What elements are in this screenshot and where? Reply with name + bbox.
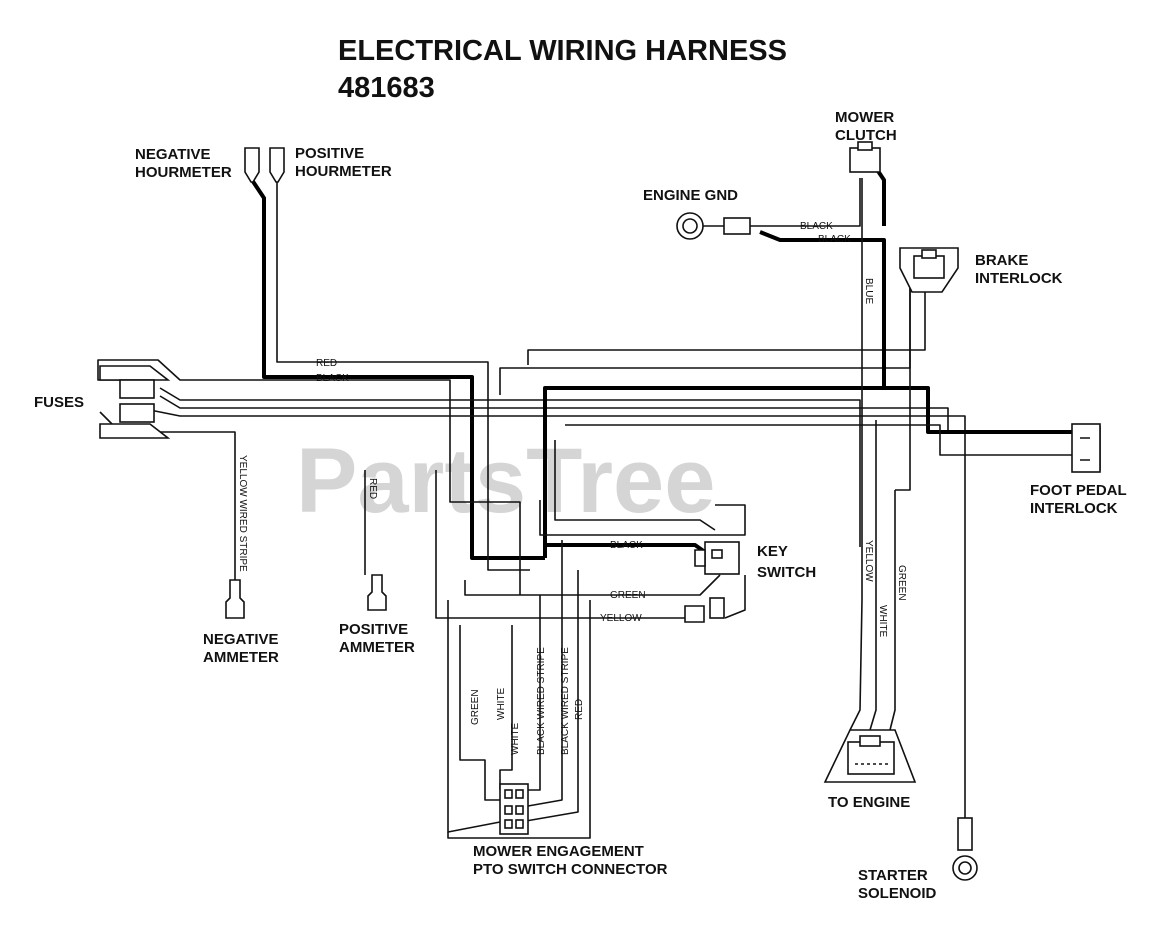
svg-text:AMMETER: AMMETER [339, 639, 415, 656]
wire-brake-1 [499, 266, 911, 395]
wire-red-hourmeter [276, 180, 530, 571]
wire-pto-white2 [499, 625, 513, 790]
wire-pto-black-stripe [528, 595, 541, 791]
wire-fuse-frame [97, 359, 521, 595]
svg-text:SWITCH: SWITCH [757, 564, 816, 581]
to-engine-connector [823, 729, 917, 783]
mower-clutch-label: MOWER [835, 109, 894, 126]
wire-fuse-2 [159, 395, 949, 430]
wire-key-a [554, 440, 716, 531]
part-number: 481683 [338, 72, 435, 104]
pto-connector-label: MOWER ENGAGEMENT [473, 843, 644, 860]
wire-white [869, 420, 877, 731]
wires [97, 166, 1101, 839]
wire-pto-frame [447, 600, 591, 839]
wire-fuse-3 [149, 409, 966, 790]
wire-label-engine-green: GREEN [896, 565, 907, 601]
wire-yellow-stripe [99, 411, 236, 580]
foot-pedal-interlock-connector [1071, 423, 1101, 473]
svg-text:CLUTCH: CLUTCH [835, 127, 897, 144]
positive-hourmeter-label: POSITIVE [295, 145, 364, 162]
svg-text:INTERLOCK: INTERLOCK [975, 270, 1063, 287]
svg-text:HOURMETER: HOURMETER [135, 164, 232, 181]
wire-yellow-key [435, 470, 685, 619]
watermark: PartsTree [296, 430, 715, 532]
wire-clutch-thick [874, 166, 886, 226]
wire-green [889, 490, 896, 731]
svg-text:INTERLOCK: INTERLOCK [1030, 500, 1118, 517]
wire-pto-black-stripe2 [527, 540, 563, 807]
positive-ammeter-label: POSITIVE [339, 621, 408, 638]
starter-solenoid-terminal [952, 817, 978, 881]
fuses-label: FUSES [34, 394, 84, 411]
wire-pto-red [519, 570, 579, 823]
wire-black-hourmeter [250, 178, 545, 560]
wire-label-pto-black-stripe: BLACK WIRED STRIPE [536, 647, 547, 755]
engine-gnd-terminal [676, 212, 751, 240]
wire-brake-2 [527, 266, 926, 365]
hourmeter-terminals [244, 147, 285, 183]
wire-label-black: BLACK [316, 373, 349, 384]
svg-text:SOLENOID: SOLENOID [858, 885, 937, 902]
wire-labels: RED BLACK BLACK BLACK BLUE YELLOW WIRED … [237, 221, 907, 755]
wire-clutch-black [750, 178, 861, 227]
negative-ammeter-terminal [225, 579, 245, 619]
wire-gnd-black [759, 230, 886, 388]
wire-black-main [543, 386, 1072, 558]
pto-switch-connector [499, 783, 529, 835]
to-engine-label: TO ENGINE [828, 794, 910, 811]
wire-brake-down [895, 266, 911, 491]
wire-key-b [539, 500, 746, 536]
wire-key-c [724, 575, 746, 619]
engine-gnd-label: ENGINE GND [643, 187, 738, 204]
wire-label-pto-green: GREEN [470, 689, 481, 725]
fuse-holder [99, 365, 171, 439]
wire-label-red: RED [316, 358, 337, 369]
negative-hourmeter-label: NEGATIVE [135, 146, 211, 163]
wire-fuse-1 [159, 387, 861, 547]
wire-green-key [464, 574, 721, 596]
brake-interlock-label: BRAKE [975, 252, 1028, 269]
brake-interlock-connector [899, 247, 959, 293]
svg-text:PTO SWITCH CONNECTOR: PTO SWITCH CONNECTOR [473, 861, 668, 878]
wire-foot-pedal-2 [565, 424, 1075, 456]
wire-label-clutch-black: BLACK [800, 221, 833, 232]
wire-label-pto-white: WHITE [496, 687, 507, 720]
wire-label-key-black: BLACK [610, 540, 643, 551]
wire-label-engine-yellow: YELLOW [863, 540, 874, 582]
svg-text:AMMETER: AMMETER [203, 649, 279, 666]
wire-pto-white [459, 625, 500, 801]
wire-label-key-green: GREEN [610, 590, 646, 601]
wire-label-blue: BLUE [863, 278, 874, 304]
foot-pedal-interlock-label: FOOT PEDAL [1030, 482, 1127, 499]
key-switch-plug [684, 597, 725, 623]
negative-ammeter-label: NEGATIVE [203, 631, 279, 648]
wire-label-engine-white: WHITE [877, 605, 888, 638]
diagram-title: ELECTRICAL WIRING HARNESS [338, 35, 787, 67]
wire-label-red-ammeter: RED [367, 478, 378, 499]
wire-label-yellow-stripe: YELLOW WIRED STRIPE [237, 455, 248, 572]
wire-label-key-yellow: YELLOW [600, 613, 642, 624]
positive-ammeter-terminal [367, 574, 387, 611]
wire-blue-yellow [849, 178, 863, 731]
mower-clutch-connector [849, 141, 881, 173]
wire-label-gnd-black: BLACK [818, 234, 851, 245]
wire-label-pto-white2: WHITE [510, 722, 521, 755]
svg-text:HOURMETER: HOURMETER [295, 163, 392, 180]
key-switch-label: KEY [757, 543, 788, 560]
key-switch-connector [694, 541, 740, 575]
starter-solenoid-label: STARTER [858, 867, 928, 884]
wire-label-pto-black-stripe2: BLACK WIRED STRIPE [560, 647, 571, 755]
wire-label-pto-red: RED [574, 699, 585, 720]
